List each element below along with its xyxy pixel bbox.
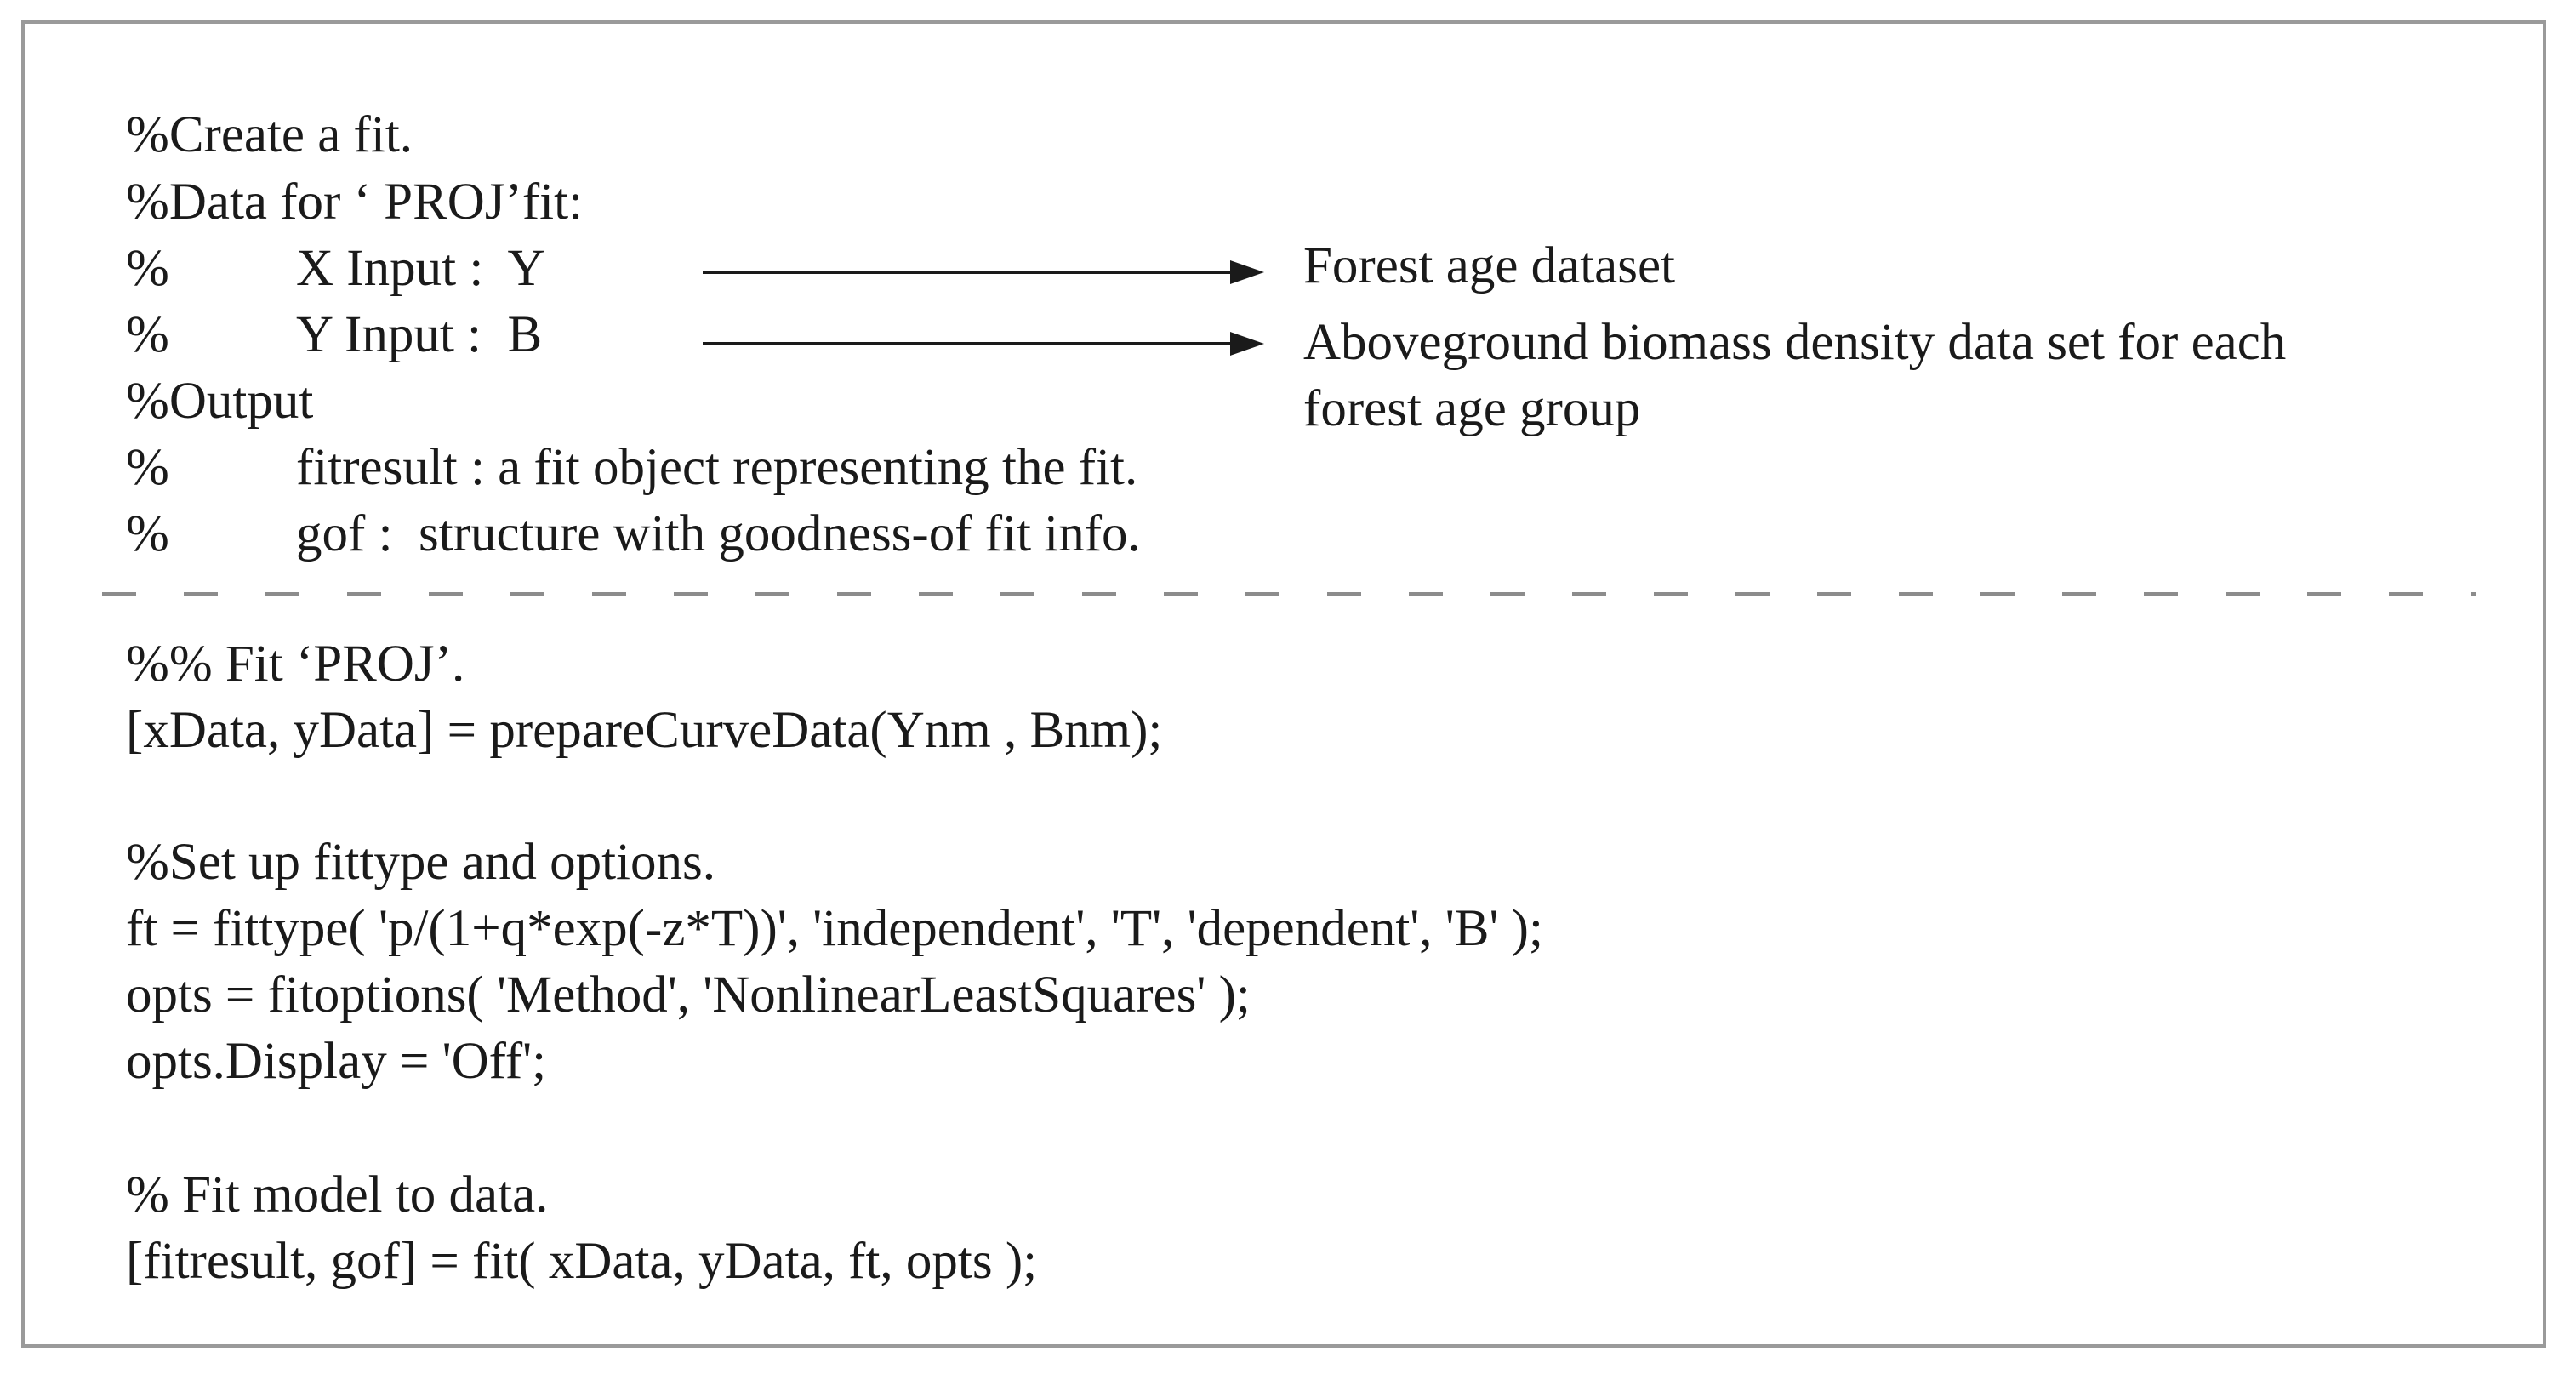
- y-input-arrow-icon: [703, 332, 1264, 356]
- y-input-annotation-line2: forest age group: [1303, 380, 1641, 437]
- x-input-comment: X Input : Y: [296, 240, 545, 297]
- x-input-arrow-icon: [703, 260, 1264, 284]
- x-input-annotation: Forest age dataset: [1303, 237, 1676, 294]
- data-for-comment: %Data for ‘ PROJ’fit:: [126, 174, 584, 231]
- fittype-line: ft = fittype( 'p/(1+q*exp(-z*T))', 'inde…: [126, 900, 1543, 957]
- prepare-curve-data-line: [xData, yData] = prepareCurveData(Ynm , …: [126, 702, 1163, 759]
- create-fit-comment: %Create a fit.: [126, 106, 413, 163]
- y-input-annotation-line1: Aboveground biomass density data set for…: [1303, 314, 2287, 371]
- y-input-comment: Y Input : B: [296, 306, 543, 363]
- section-divider: [102, 592, 2476, 596]
- display-line: opts.Display = 'Off';: [126, 1033, 547, 1090]
- y-input-percent: %: [126, 306, 169, 363]
- document-frame: [21, 20, 2546, 1348]
- gof-comment: gof : structure with goodness-of fit inf…: [296, 505, 1141, 562]
- output-comment: %Output: [126, 373, 314, 430]
- fit-call-line: [fitresult, gof] = fit( xData, yData, ft…: [126, 1233, 1038, 1290]
- gof-percent: %: [126, 505, 169, 562]
- fitresult-comment: fitresult : a fit object representing th…: [296, 439, 1138, 496]
- fit-proj-comment: %% Fit ‘PROJ’.: [126, 636, 465, 693]
- setup-comment: %Set up fittype and options.: [126, 834, 715, 891]
- fitoptions-line: opts = fitoptions( 'Method', 'NonlinearL…: [126, 966, 1251, 1023]
- x-input-percent: %: [126, 240, 169, 297]
- fitresult-percent: %: [126, 439, 169, 496]
- fit-model-comment: % Fit model to data.: [126, 1166, 549, 1223]
